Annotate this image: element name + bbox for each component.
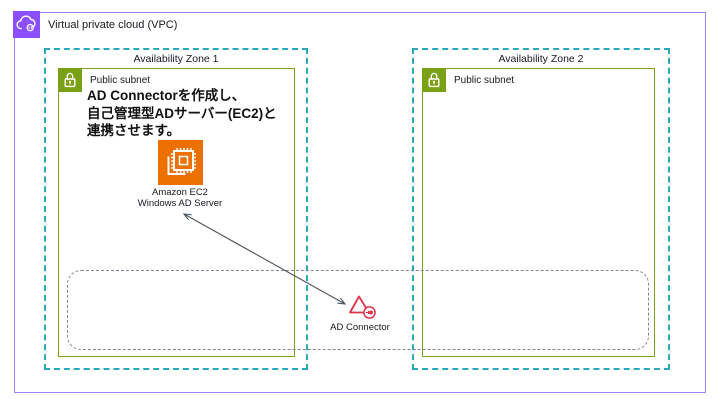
ec2-instance-label: Amazon EC2 Windows AD Server [114,187,246,209]
annotation-line-2: 自己管理型ADサーバー(EC2)と [87,105,277,121]
public-subnet-lock-icon [421,67,446,92]
public-subnet-2-label: Public subnet [454,75,515,86]
ec2-name: Amazon EC2 [152,187,208,198]
ec2-instance-icon [158,140,203,185]
public-subnet-lock-icon [57,67,82,92]
annotation-line-1: AD Connectorを作成し、 [87,88,246,103]
availability-zone-1-label: Availability Zone 1 [133,53,219,65]
vpc-icon [13,11,40,38]
vpc-label: Virtual private cloud (VPC) [48,19,178,31]
annotation-text: AD Connectorを作成し、 自己管理型ADサーバー(EC2)と 連携させ… [87,87,277,140]
vpc-group-box [14,12,706,393]
availability-zone-2-label: Availability Zone 2 [498,53,584,65]
annotation-line-3: 連携させます。 [87,123,181,138]
ad-connector-icon [347,293,377,320]
ad-connector-label: AD Connector [330,322,390,333]
public-subnet-1: Public subnet [57,67,295,357]
ec2-role: Windows AD Server [137,198,223,209]
public-subnet-2: Public subnet [421,67,655,357]
availability-zone-1: Availability Zone 1 [44,48,308,370]
private-span-dashed-box [67,270,649,350]
availability-zone-2: Availability Zone 2 [412,48,670,370]
public-subnet-1-label: Public subnet [90,75,151,86]
